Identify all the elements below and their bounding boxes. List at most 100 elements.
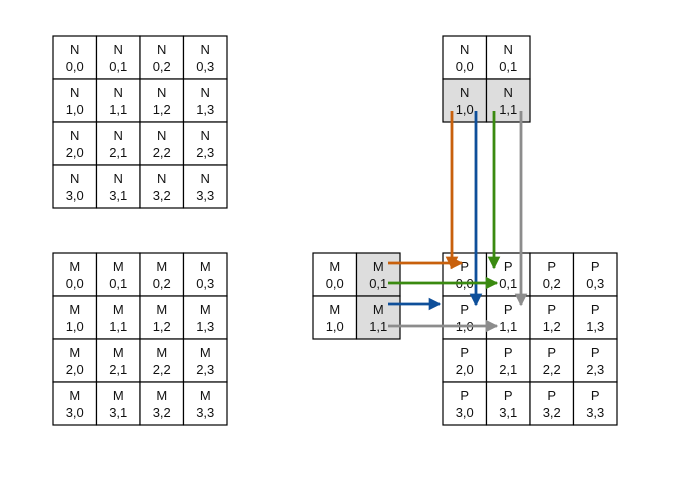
cell-box	[95, 164, 141, 209]
cell-letter: N	[70, 171, 79, 186]
cell-box	[139, 381, 185, 426]
cell-index: 0,2	[543, 276, 561, 291]
matrices-layer: N0,0N0,1N0,2N0,3N1,0N1,1N1,2N1,3N2,0N2,1…	[52, 35, 618, 426]
cell-box	[139, 338, 185, 383]
cell-letter: M	[69, 302, 80, 317]
cell-index: 1,0	[66, 102, 84, 117]
cell-n-1-1: N 1,1	[95, 78, 141, 123]
cell-letter: N	[114, 42, 123, 57]
cell-box	[95, 252, 141, 297]
cell-index: 3,3	[586, 405, 604, 420]
cell-index: 0,0	[66, 59, 84, 74]
cell-index: 1,1	[109, 102, 127, 117]
cell-letter: P	[591, 388, 600, 403]
cell-letter: P	[460, 259, 469, 274]
cell-index: 3,0	[456, 405, 474, 420]
cell-index: 0,3	[196, 59, 214, 74]
cell-box	[182, 78, 228, 123]
cell-letter: M	[113, 259, 124, 274]
arrows-layer	[388, 111, 528, 333]
cell-letter: P	[591, 302, 600, 317]
cell-box	[182, 252, 228, 297]
cell-index: 1,0	[66, 319, 84, 334]
cell-index: 1,2	[543, 319, 561, 334]
cell-box	[182, 35, 228, 80]
cell-n-3-1: N3,1	[95, 164, 141, 209]
cell-index: 0,3	[196, 276, 214, 291]
cell-letter: N	[504, 85, 513, 100]
cell-index: 3,0	[66, 405, 84, 420]
cell-letter: P	[591, 259, 600, 274]
cell-m-3-3: M3,3	[182, 381, 228, 426]
cell-index: 1,1	[499, 319, 517, 334]
cell-box	[95, 295, 141, 340]
cell-letter: M	[69, 259, 80, 274]
cell-box	[355, 252, 401, 297]
cell-letter: M	[200, 259, 211, 274]
cell-index: 1,1	[369, 319, 387, 334]
cell-letter: M	[156, 345, 167, 360]
cell-box	[182, 338, 228, 383]
cell-box	[52, 35, 98, 80]
cell-box	[485, 381, 531, 426]
cell-letter: N	[157, 85, 166, 100]
cell-letter: M	[113, 345, 124, 360]
cell-index: 3,3	[196, 405, 214, 420]
cell-letter: N	[201, 128, 210, 143]
cell-index: 2,3	[196, 362, 214, 377]
cell-box	[182, 295, 228, 340]
cell-n-1-0: N1,0	[52, 78, 98, 123]
cell-letter: N	[201, 42, 210, 57]
cell-index: 1,1	[109, 319, 127, 334]
cell-letter: M	[200, 345, 211, 360]
cell-letter: N	[201, 171, 210, 186]
cell-m-0-1: M0,1	[355, 252, 401, 297]
cell-m-0-3: M 0,3	[182, 252, 228, 297]
cell-n-0-3: N 0,3	[182, 35, 228, 80]
cell-box	[442, 338, 488, 383]
cell-m-0-2: M0,2	[139, 252, 185, 297]
cell-n-0-1: N0,1	[95, 35, 141, 80]
cell-letter: N	[201, 85, 210, 100]
cell-index: 0,1	[369, 276, 387, 291]
cell-m-1-1: M1,1	[95, 295, 141, 340]
cell-n-3-2: N3,2	[139, 164, 185, 209]
cell-letter: P	[460, 388, 469, 403]
cell-p-1-0: P1,0	[442, 295, 488, 340]
cell-letter: N	[114, 85, 123, 100]
cell-letter: P	[504, 259, 513, 274]
cell-index: 1,0	[456, 102, 474, 117]
cell-n-0-2: N0,2	[139, 35, 185, 80]
cell-m-2-1: M2,1	[95, 338, 141, 383]
cell-box	[139, 252, 185, 297]
cell-index: 3,3	[196, 188, 214, 203]
cell-box	[182, 121, 228, 166]
matrix-m-tile: M0,0M0,1M1,0M1,1	[312, 252, 401, 340]
cell-letter: N	[157, 42, 166, 57]
cell-index: 2,3	[586, 362, 604, 377]
matrix-p: P0,0P0,1P0,2P0,3P1,0P1,1P1,2P1,3P2,0P2,1…	[442, 252, 618, 426]
cell-index: 1,3	[196, 319, 214, 334]
cell-letter: M	[69, 345, 80, 360]
cell-letter: M	[156, 259, 167, 274]
cell-box	[182, 164, 228, 209]
cell-n-1-0: N1,0	[442, 78, 488, 123]
cell-box	[182, 381, 228, 426]
cell-box	[572, 295, 618, 340]
cell-index: 1,3	[586, 319, 604, 334]
cell-letter: P	[504, 302, 513, 317]
matrix-n-full: N0,0N0,1N0,2N0,3N1,0N1,1N1,2N1,3N2,0N2,1…	[52, 35, 228, 209]
cell-p-2-3: P2,3	[572, 338, 618, 383]
cell-p-1-1: P 1,1	[485, 295, 531, 340]
cell-letter: M	[69, 388, 80, 403]
cell-letter: M	[329, 302, 340, 317]
cell-index: 2,2	[153, 145, 171, 160]
cell-box	[52, 295, 98, 340]
cell-m-0-0: M0,0	[312, 252, 358, 297]
cell-index: 3,2	[543, 405, 561, 420]
cell-box	[52, 381, 98, 426]
cell-index: 3,2	[153, 188, 171, 203]
matrix-n-tile: N0,0N0,1N1,0N1,1	[442, 35, 531, 123]
cell-letter: P	[504, 388, 513, 403]
cell-index: 3,2	[153, 405, 171, 420]
